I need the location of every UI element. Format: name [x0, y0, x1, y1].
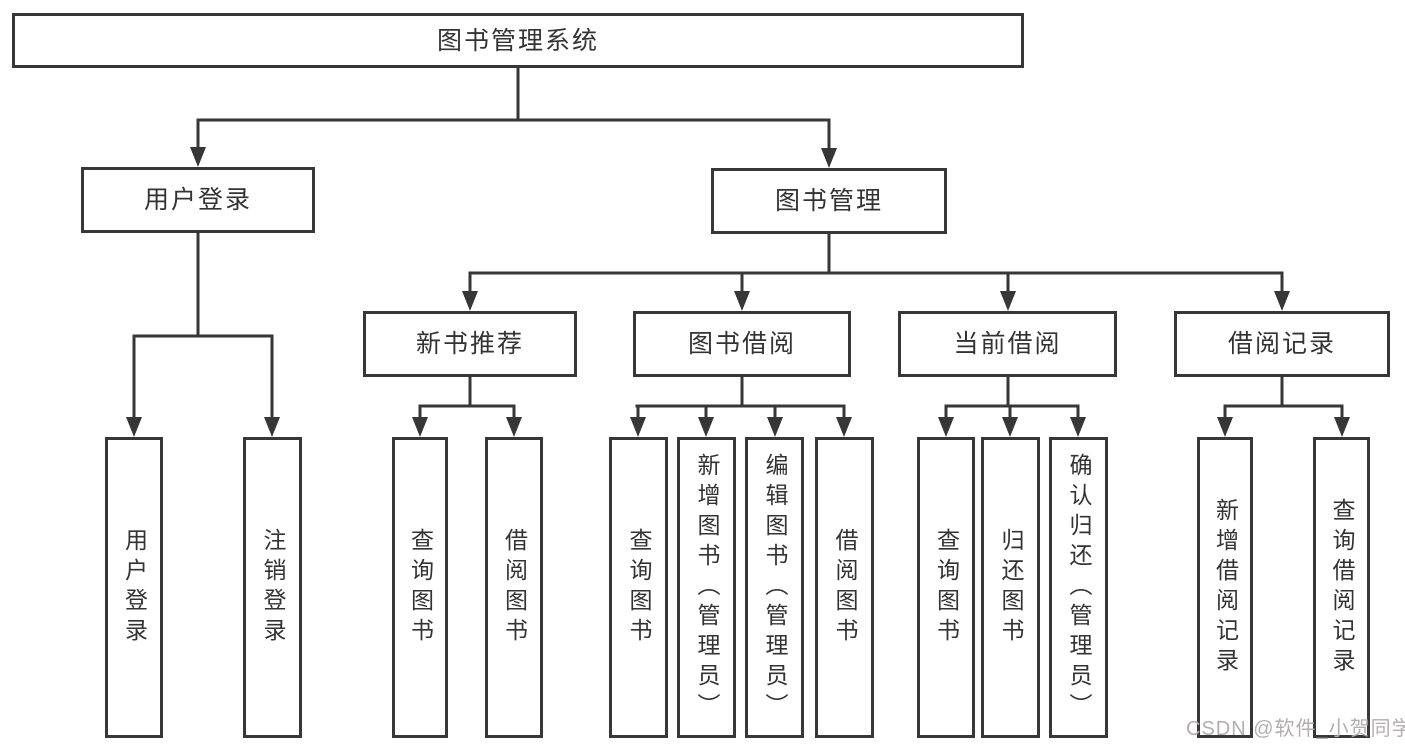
- node-query-borrow-record: 查询借阅记录: [1313, 437, 1370, 738]
- edge-arrowhead-icon: [1274, 291, 1290, 311]
- node-current-borrow: 当前借阅: [898, 311, 1117, 377]
- edge-arrowhead-icon: [190, 147, 206, 167]
- node-user-login: 用户登录: [105, 437, 163, 738]
- edge-arrowhead-icon: [1070, 417, 1086, 437]
- edge-arrowhead-icon: [1000, 291, 1016, 311]
- csdn-watermark: CSDN @软件_小贺同学: [1186, 718, 1405, 740]
- node-add-books-admin: 新增图书（管理员）: [677, 437, 736, 738]
- node-borrow-records: 借阅记录: [1174, 311, 1390, 377]
- edge-arrowhead-icon: [698, 417, 714, 437]
- node-return-books: 归还图书: [981, 437, 1040, 738]
- node-add-borrow-record: 新增借阅记录: [1197, 437, 1253, 738]
- node-borrow-books-2: 借阅图书: [815, 437, 874, 738]
- node-confirm-return-admin: 确认归还（管理员）: [1049, 437, 1108, 738]
- edge-arrowhead-icon: [821, 148, 837, 168]
- node-borrow-books-1: 借阅图书: [485, 437, 543, 738]
- edge-arrowhead-icon: [1334, 417, 1350, 437]
- node-query-books-2: 查询图书: [609, 437, 668, 738]
- node-logout: 注销登录: [243, 437, 302, 738]
- edge-arrowhead-icon: [506, 417, 522, 437]
- node-edit-books-admin: 编辑图书（管理员）: [745, 437, 804, 738]
- edge-arrowhead-icon: [1002, 417, 1018, 437]
- edge-arrowhead-icon: [836, 417, 852, 437]
- node-root: 图书管理系统: [12, 13, 1024, 68]
- edge-arrowhead-icon: [264, 417, 280, 437]
- edge-arrowhead-icon: [126, 417, 142, 437]
- edge-arrowhead-icon: [1217, 417, 1233, 437]
- edge-arrowhead-icon: [767, 417, 783, 437]
- node-query-books-3: 查询图书: [917, 437, 975, 738]
- node-new-book-recommend: 新书推荐: [363, 311, 577, 377]
- node-book-borrow: 图书借阅: [633, 311, 851, 377]
- edge-arrowhead-icon: [412, 417, 428, 437]
- edge-arrowhead-icon: [938, 417, 954, 437]
- edge-arrowhead-icon: [734, 291, 750, 311]
- node-query-books-1: 查询图书: [392, 437, 448, 738]
- node-user-login-group: 用户登录: [81, 167, 315, 233]
- node-book-management: 图书管理: [711, 168, 947, 234]
- edge-arrowhead-icon: [462, 291, 478, 311]
- edge-arrowhead-icon: [630, 417, 646, 437]
